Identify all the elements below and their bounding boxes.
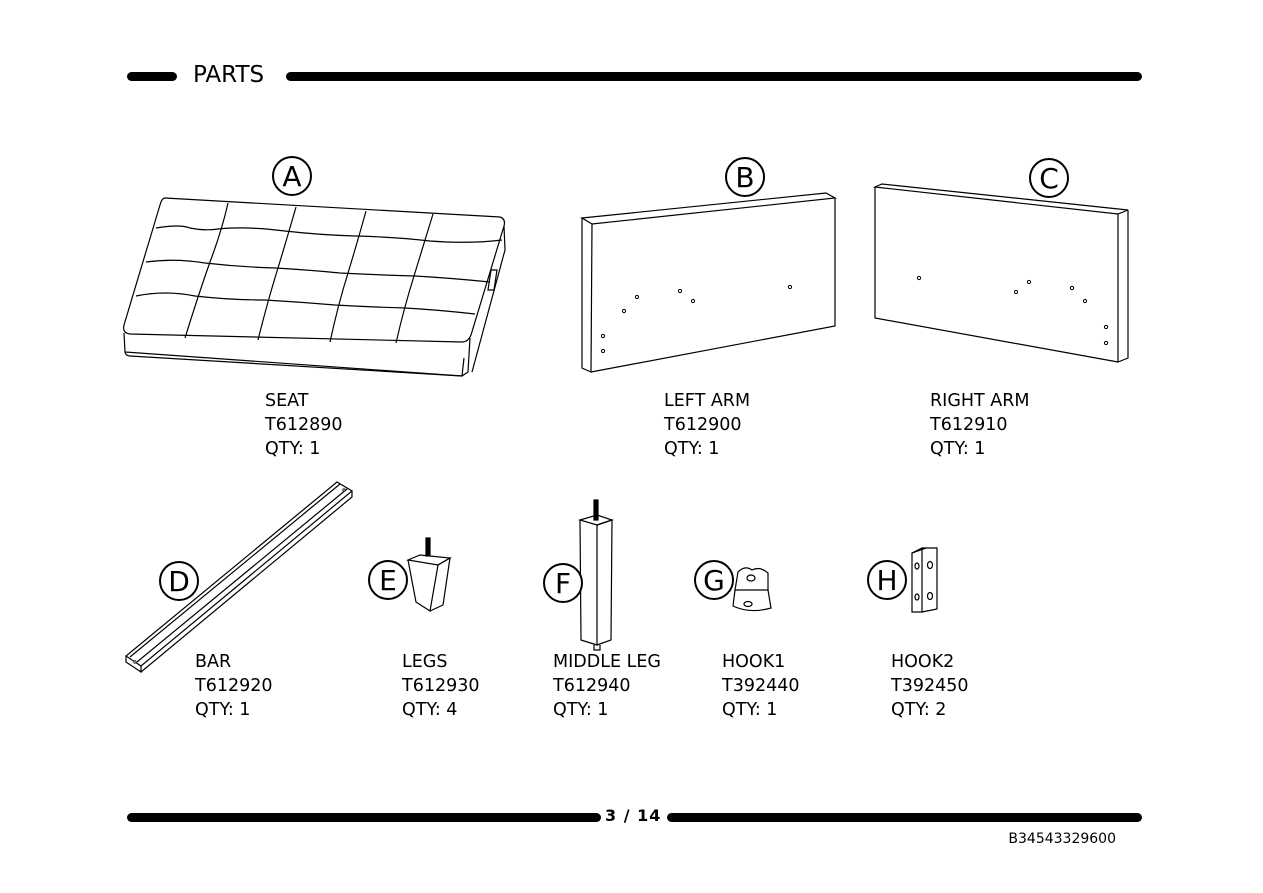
part-code: T612900 [664,415,742,435]
part-f-label: MIDDLE LEG T612940 QTY: 1 [553,650,661,722]
part-code: T612890 [265,415,343,435]
part-code: T392440 [722,676,800,696]
part-h-label: HOOK2 T392450 QTY: 2 [891,650,969,722]
part-d-label: BAR T612920 QTY: 1 [195,650,273,722]
part-a-circle: A [272,156,312,196]
header-rule-left [127,72,177,81]
document-code: B34543329600 [1008,831,1116,847]
part-b-letter: B [735,160,755,194]
footer-rule-right [667,813,1142,822]
part-a-letter: A [282,159,302,193]
part-a-label: SEAT T612890 QTY: 1 [265,389,343,461]
page-title: PARTS [193,62,265,88]
part-qty: QTY: 1 [722,700,778,720]
part-e-letter: E [379,563,397,597]
part-name: HOOK2 [891,652,955,672]
part-b-label: LEFT ARM T612900 QTY: 1 [664,389,750,461]
part-code: T612940 [553,676,631,696]
part-qty: QTY: 4 [402,700,458,720]
part-qty: QTY: 1 [930,439,986,459]
part-code: T392450 [891,676,969,696]
part-g-circle: G [694,560,734,600]
part-h-letter: H [876,563,898,597]
part-e-label: LEGS T612930 QTY: 4 [402,650,480,722]
part-qty: QTY: 1 [265,439,321,459]
part-name: RIGHT ARM [930,391,1030,411]
part-name: HOOK1 [722,652,786,672]
page-number: 3 / 14 [605,806,662,825]
part-e-circle: E [368,560,408,600]
part-code: T612930 [402,676,480,696]
part-c-label: RIGHT ARM T612910 QTY: 1 [930,389,1030,461]
part-qty: QTY: 2 [891,700,947,720]
part-qty: QTY: 1 [553,700,609,720]
part-f-letter: F [554,566,572,600]
part-c-circle: C [1029,158,1069,198]
part-name: SEAT [265,391,309,411]
part-name: MIDDLE LEG [553,652,661,672]
part-d-letter: D [168,564,190,598]
part-name: BAR [195,652,232,672]
part-b-circle: B [725,157,765,197]
part-qty: QTY: 1 [664,439,720,459]
header-rule-right [286,72,1142,81]
part-code: T612910 [930,415,1008,435]
part-code: T612920 [195,676,273,696]
part-qty: QTY: 1 [195,700,251,720]
footer-rule-left [127,813,601,822]
part-c-letter: C [1039,161,1059,195]
part-h-circle: H [867,560,907,600]
part-d-circle: D [159,561,199,601]
part-g-letter: G [703,563,725,597]
part-name: LEFT ARM [664,391,751,411]
part-name: LEGS [402,652,448,672]
part-f-circle: F [543,563,583,603]
part-g-label: HOOK1 T392440 QTY: 1 [722,650,800,722]
